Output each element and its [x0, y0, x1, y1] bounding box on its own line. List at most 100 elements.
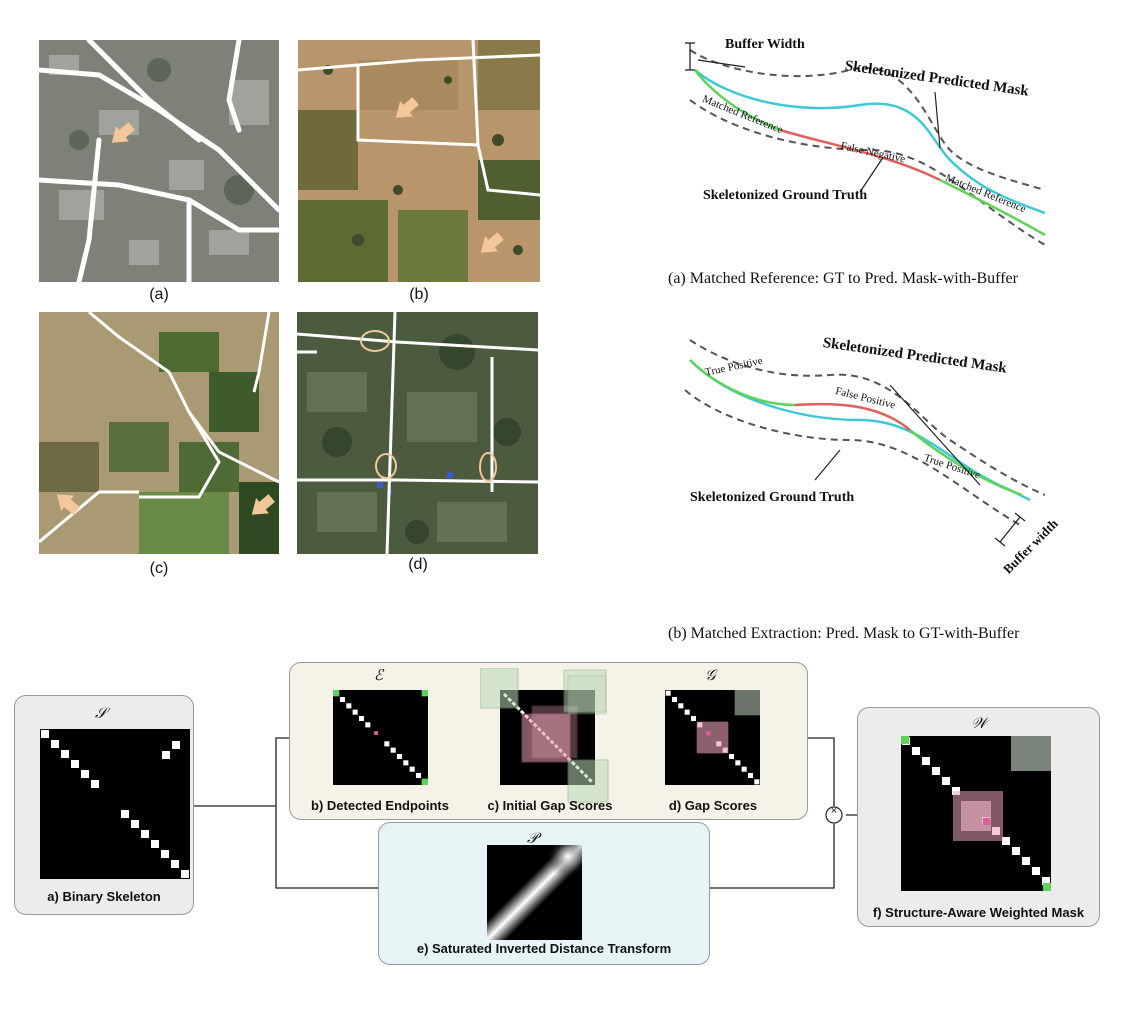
arrow-marker-icon — [56, 494, 80, 515]
skeleton-pixel — [41, 730, 49, 738]
skeleton-pixel — [390, 747, 396, 753]
weighted-mask-box: 𝒲 f) Structure-Aware Weighted Mask — [857, 707, 1100, 927]
skeleton-pixel — [942, 777, 950, 785]
satellite-image-c — [39, 312, 279, 554]
skeleton-pixel — [1022, 857, 1030, 865]
predicted-skeleton-line — [694, 69, 1046, 215]
skeleton-pixel — [665, 690, 671, 696]
binary-skeleton-box: 𝒮 a) Binary Skeleton — [14, 695, 194, 915]
distance-transform-image — [487, 845, 582, 940]
skeleton-pixel — [61, 750, 69, 758]
gap-scores-image — [665, 690, 760, 785]
arrow-marker-icon — [251, 494, 275, 515]
matched-reference-diagram — [685, 42, 1046, 246]
skeleton-pixel — [932, 767, 940, 775]
skeleton-pixel — [1032, 867, 1040, 875]
skeleton-pixel — [384, 741, 390, 747]
buffer-width-marker-b — [994, 512, 1026, 547]
skeleton-pixel — [162, 751, 170, 759]
gt-label-a: Skeletonized Ground Truth — [703, 188, 868, 203]
buffer-width-marker — [685, 42, 746, 71]
skeleton-pixel — [161, 850, 169, 858]
skeleton-pixel — [671, 696, 678, 703]
skeleton-pixel — [747, 772, 754, 779]
arrow-marker-icon — [480, 232, 504, 253]
w-symbol: 𝒲 — [971, 714, 987, 732]
pred-pointer — [934, 91, 941, 149]
satellite-label-d: (d) — [408, 556, 428, 573]
skeleton-pixel — [690, 715, 697, 722]
skeleton-pixel — [339, 696, 346, 703]
buffer-width-label-a: Buffer Width — [725, 37, 805, 52]
skeleton-pixel — [131, 820, 139, 828]
skeleton-pixel — [141, 830, 149, 838]
skeleton-pixel — [403, 760, 409, 766]
skeleton-pixel — [922, 757, 930, 765]
binary-skeleton-image — [40, 729, 190, 879]
skeleton-pixel — [728, 753, 735, 760]
gt-matched-segment-1 — [694, 69, 781, 132]
initial-gap-scores-image — [480, 668, 609, 803]
gt-matched-segment-2 — [939, 178, 1046, 237]
gt-false-negative-segment — [779, 128, 941, 182]
detected-endpoints-label: b) Detected Endpoints — [311, 798, 449, 813]
skeleton-pixel — [1002, 837, 1010, 845]
detected-endpoints-image — [333, 690, 428, 785]
initial-gap-scores-label: c) Initial Gap Scores — [487, 798, 613, 813]
skeleton-pixel — [91, 780, 99, 788]
satellite-label-b: (b) — [409, 286, 429, 303]
pred-true-positive-segment-2 — [909, 429, 1023, 497]
p-symbol: 𝒫 — [527, 829, 538, 847]
distance-transform-box: 𝒫 e) Saturated Inverted Distance Transfo… — [378, 822, 710, 965]
distance-transform-label: e) Saturated Inverted Distance Transform — [416, 941, 672, 956]
skeleton-pixel — [415, 772, 422, 779]
skeleton-pixel — [171, 860, 179, 868]
weighted-mask-image — [901, 736, 1051, 891]
gt-pointer — [859, 158, 883, 193]
skeleton-pixel — [121, 810, 129, 818]
multiply-node — [825, 806, 843, 824]
e-symbol: ℰ — [374, 666, 384, 684]
skeleton-pixel — [912, 747, 920, 755]
satellite-image-d — [297, 312, 538, 554]
matched-extraction-diagram — [684, 339, 1046, 547]
pred-pointer-b — [889, 384, 981, 486]
skeleton-pixel — [352, 709, 358, 715]
skeleton-pixel — [678, 703, 684, 709]
skeleton-pixel — [51, 740, 59, 748]
skeleton-pixel — [181, 870, 189, 878]
satellite-image-b — [298, 40, 540, 282]
skeleton-pixel — [1042, 877, 1050, 885]
diagram-b-caption: (b) Matched Extraction: Pred. Mask to GT… — [668, 625, 1020, 642]
g-symbol: 𝒢 — [705, 666, 716, 684]
skeleton-pixel — [741, 766, 747, 772]
arrow-marker-icon — [111, 122, 135, 143]
skeleton-pixel — [151, 840, 159, 848]
gt-pointer-b — [814, 449, 841, 481]
binary-skeleton-label: a) Binary Skeleton — [47, 889, 161, 904]
gt-label-b: Skeletonized Ground Truth — [690, 490, 855, 505]
skeleton-pixel — [346, 703, 352, 709]
satellite-label-a: (a) — [149, 286, 169, 303]
skeleton-pixel — [409, 766, 415, 772]
pred-false-positive-segment — [794, 402, 911, 431]
multiply-symbol: × — [830, 805, 838, 817]
skeleton-pixel — [684, 709, 690, 715]
skeleton-pixel — [81, 770, 89, 778]
satellite-label-c: (c) — [149, 560, 169, 577]
weighted-mask-label: f) Structure-Aware Weighted Mask — [872, 905, 1085, 920]
skeleton-pixel — [1012, 847, 1020, 855]
skeleton-pixel — [365, 722, 371, 728]
arrow-marker-icon — [395, 97, 419, 118]
diagram-a-caption: (a) Matched Reference: GT to Pred. Mask-… — [668, 270, 1018, 287]
skeleton-pixel — [754, 779, 760, 785]
skeleton-pixel — [396, 753, 403, 760]
pred-true-positive-segment-1 — [689, 359, 796, 407]
satellite-image-a — [39, 40, 279, 282]
skeleton-pixel — [735, 760, 741, 766]
s-symbol: 𝒮 — [95, 704, 107, 722]
skeleton-pixel — [358, 715, 365, 722]
skeleton-pixel — [172, 741, 180, 749]
gap-scores-label: d) Gap Scores — [668, 798, 758, 813]
skeleton-pixel — [71, 760, 79, 768]
